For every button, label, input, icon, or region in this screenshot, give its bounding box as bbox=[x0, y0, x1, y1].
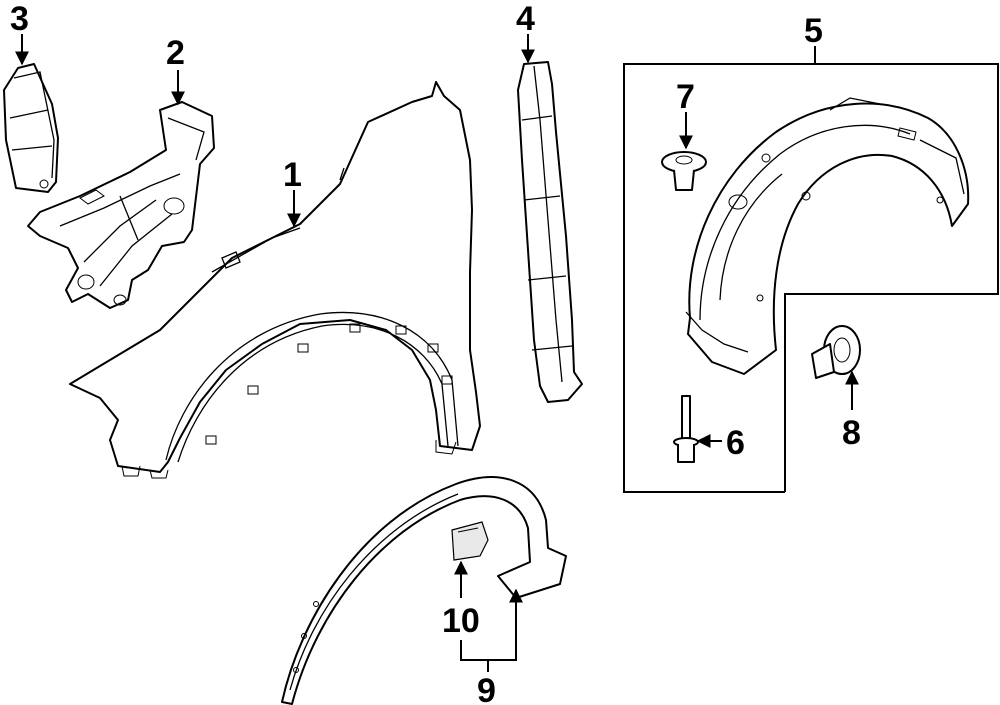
callout-8: 8 bbox=[842, 414, 861, 452]
callout-1: 1 bbox=[283, 156, 302, 194]
part-10-clip bbox=[451, 521, 489, 561]
part-8-grommet bbox=[811, 325, 861, 379]
part-1-fender bbox=[69, 81, 481, 479]
callout-6: 6 bbox=[726, 424, 745, 462]
callout-3: 3 bbox=[10, 0, 29, 38]
part-2-bracket bbox=[27, 101, 215, 309]
callout-10: 10 bbox=[442, 602, 480, 640]
part-6-pin bbox=[673, 395, 699, 463]
part-7-clip bbox=[661, 151, 707, 191]
part-3-shield bbox=[3, 63, 59, 193]
callout-labels: 3 2 1 4 5 7 6 8 10 9 bbox=[10, 0, 861, 705]
part-5-wheel-liner bbox=[685, 97, 970, 375]
callout-5: 5 bbox=[804, 12, 823, 50]
callout-7: 7 bbox=[676, 78, 695, 116]
callout-2: 2 bbox=[166, 34, 185, 72]
part-9-moulding bbox=[281, 476, 567, 705]
leader-lines bbox=[15, 34, 859, 672]
callout-9: 9 bbox=[477, 672, 496, 705]
part-5-frame bbox=[623, 63, 999, 493]
callout-4: 4 bbox=[516, 0, 535, 38]
part-4-seal bbox=[517, 61, 583, 403]
